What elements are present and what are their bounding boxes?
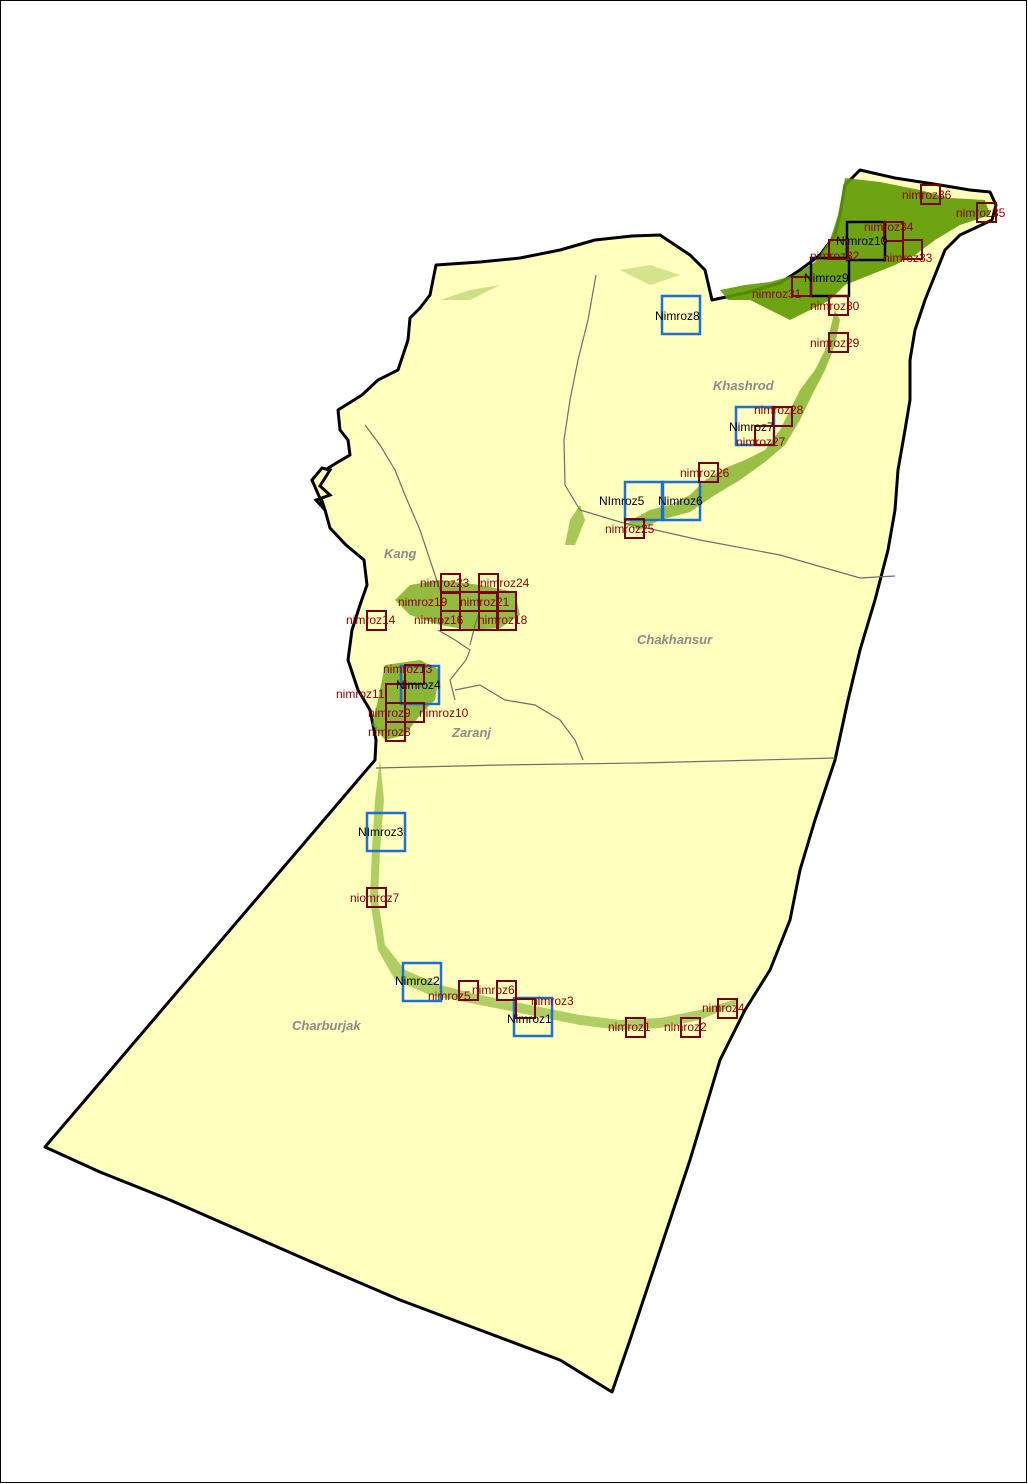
site-box-nimroz10-red[interactable]: [404, 702, 425, 723]
site-label-nimroz31-red: nimroz31: [752, 287, 802, 301]
site-label-nimroz30-red: nimroz30: [810, 299, 860, 313]
site-label-nimroz6-red: nimroz6: [472, 983, 515, 997]
site-label-nimroz10: Nimroz10: [836, 234, 888, 248]
site-label-nimroz35-red: nimroz35: [956, 206, 1006, 220]
site-box-nimroz18-red[interactable]: [496, 610, 517, 631]
site-box-nimroz29-red[interactable]: [828, 332, 849, 353]
district-lines: [364, 274, 896, 769]
site-box-nimroz2[interactable]: [401, 961, 443, 1003]
site-label-nimroz9: Nimroz9: [804, 271, 849, 285]
site-label-nimroz23-red: nimroz23: [420, 576, 470, 590]
site-box-nimroz3-red[interactable]: [515, 998, 536, 1019]
site-label-nimroz34-red: nimroz34: [864, 220, 914, 234]
site-label-nimroz2-red: nimroz2: [664, 1020, 707, 1034]
site-box-nimroz28-red[interactable]: [772, 406, 793, 427]
site-label-nimroz5: NImroz5: [599, 494, 645, 508]
site-box-nimroz6-red[interactable]: [496, 980, 517, 1001]
site-label-nimroz4-red: nimroz4: [702, 1001, 745, 1015]
site-label-nimroz28-red: nimroz28: [754, 403, 804, 417]
site-label-nimroz18-red: nimroz18: [478, 613, 528, 627]
site-label-nimroz27-red: nimroz27: [736, 435, 786, 449]
site-label-nimroz8: Nimroz8: [655, 309, 700, 323]
site-label-nimroz26-red: nimroz26: [680, 466, 730, 480]
red-site-labels: nimroz1 nimroz2 nimroz3 nimroz4 nimroz5 …: [336, 188, 1006, 1034]
site-box-nimroz26-red[interactable]: [698, 462, 719, 483]
district-label-kang: Kang: [384, 546, 417, 561]
site-label-nimroz33-red: nimroz33: [883, 251, 933, 265]
site-label-nimroz9-red: nimroz9: [368, 706, 411, 720]
site-label-nimroz19-red: nimroz19: [398, 595, 448, 609]
red-site-layer: [366, 184, 997, 1038]
site-label-nimroz29-red: nimroz29: [810, 336, 860, 350]
site-label-nimroz2: Nimroz2: [395, 974, 440, 988]
district-label-chakhansur: Chakhansur: [637, 632, 713, 647]
site-box-nimroz4-red[interactable]: [717, 998, 738, 1019]
border-inlet: [310, 466, 333, 512]
site-box-nimroz2-red[interactable]: [680, 1017, 701, 1038]
site-box-nimroz5-red[interactable]: [458, 980, 479, 1001]
site-label-nimroz5-red: nimroz5: [428, 989, 471, 1003]
site-box-nimroz36-red[interactable]: [920, 184, 941, 205]
site-label-nimroz4: Nimroz4: [396, 678, 441, 692]
site-label-nimroz3-red: nimroz3: [531, 994, 574, 1008]
site-box-nimroz8[interactable]: [660, 294, 702, 336]
site-label-nimroz16-red: nimroz16: [414, 613, 464, 627]
site-label-nimroz7: Nimroz7: [729, 420, 774, 434]
site-label-nimroz24-red: nimroz24: [480, 576, 530, 590]
site-label-nimroz25-red: nimroz25: [605, 522, 655, 536]
blue-site-labels: Nimroz1 Nimroz2 NImroz3 Nimroz4 NImroz5 …: [358, 234, 888, 1026]
district-label-zaranj: Zaranj: [451, 725, 491, 740]
district-label-khashrod: Khashrod: [713, 378, 775, 393]
site-label-nimroz1-red: nimroz1: [608, 1020, 651, 1034]
site-label-nimroz21-red: nimroz21: [460, 595, 510, 609]
site-label-nimroz13-red: nimroz13: [383, 662, 433, 676]
site-box-nimroz11-red[interactable]: [385, 683, 406, 704]
site-box-nimroz6[interactable]: [660, 480, 702, 522]
site-box-nimroz34-red[interactable]: [883, 221, 904, 242]
site-label-nimroz10-red: nimroz10: [419, 706, 469, 720]
site-box-nimroz24-red[interactable]: [478, 573, 499, 594]
site-box-nimroz31-red[interactable]: [791, 276, 812, 297]
site-label-nimroz32-red: nimroz32: [810, 249, 860, 263]
site-box-nimroz35-red[interactable]: [976, 202, 997, 223]
site-box-nimroz30-red[interactable]: [828, 295, 849, 316]
site-box-nimroz23-red[interactable]: [440, 573, 461, 594]
district-labels: Khashrod Kang Chakhansur Zaranj Charburj…: [292, 378, 775, 1033]
site-box-nimroz3[interactable]: [365, 811, 407, 853]
site-box-nimroz27-red[interactable]: [754, 425, 775, 446]
site-label-nimroz6: Nimroz6: [658, 494, 703, 508]
site-label-nimroz7-red: niomroz7: [350, 891, 400, 905]
site-box-nimroz32-red[interactable]: [828, 239, 849, 260]
site-label-nimroz14-red: nimroz14: [346, 613, 396, 627]
site-box-nimroz7-red[interactable]: [366, 887, 387, 908]
site-box-nimroz1-red[interactable]: [625, 1017, 646, 1038]
site-box-nimroz25-red[interactable]: [624, 518, 645, 539]
site-label-nimroz36-red: nimroz36: [902, 188, 952, 202]
site-box-nimroz14-red[interactable]: [366, 610, 387, 631]
site-label-nimroz1: Nimroz1: [507, 1012, 552, 1026]
site-label-nimroz11-red: nimroz11: [336, 687, 385, 701]
site-box-nimroz13-red[interactable]: [404, 664, 425, 685]
province-boundary: [43, 168, 998, 1394]
site-label-nimroz8-red: nimroz8: [368, 725, 411, 739]
site-label-nimroz3: NImroz3: [358, 825, 404, 839]
site-box-nimroz33-red[interactable]: [902, 239, 923, 260]
district-label-charburjak: Charburjak: [292, 1018, 361, 1033]
